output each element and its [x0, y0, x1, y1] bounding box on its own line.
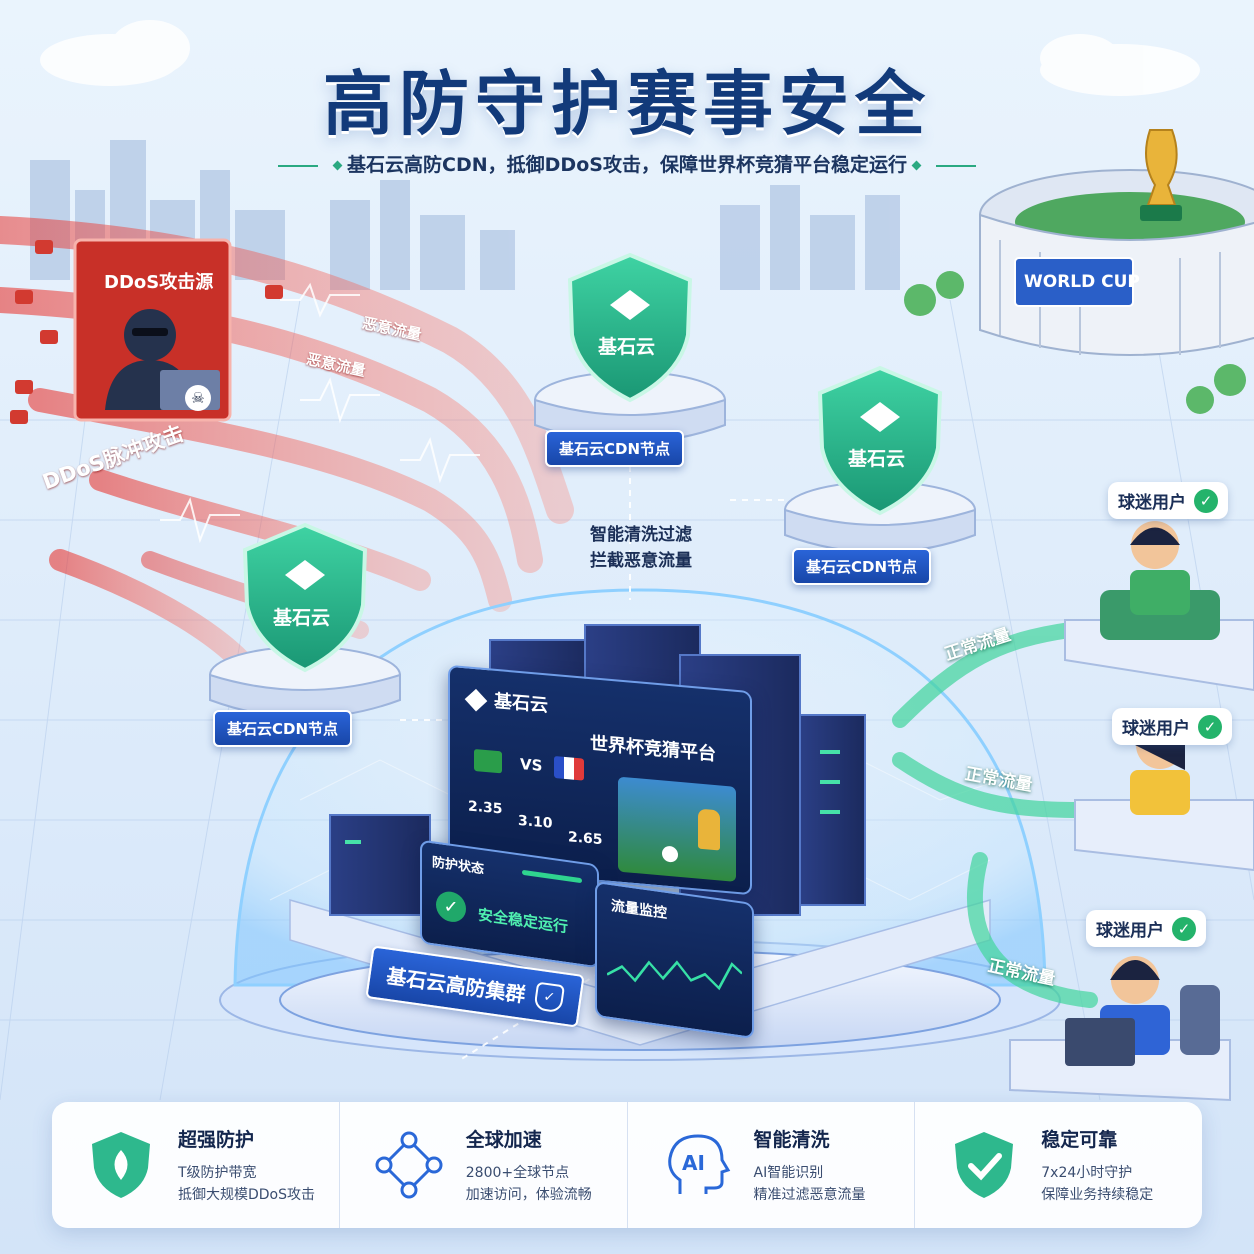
shield-brand-3: 基石云: [273, 607, 331, 629]
platform-brand-text: 基石云: [494, 690, 548, 717]
brand-logo-icon: [464, 688, 488, 712]
feature-desc-2: 加速访问，体验流畅: [465, 1186, 592, 1203]
traffic-monitor-panel: 流量监控: [595, 880, 754, 1040]
filter-line-2: 拦截恶意流量: [590, 551, 692, 571]
shield-1: [567, 252, 693, 403]
cdn-node-pedestals: [209, 371, 976, 719]
feature-desc-2: 精准过滤恶意流量: [753, 1186, 866, 1203]
traffic-chart-icon: [607, 960, 742, 991]
shield-3: [242, 522, 368, 673]
protection-status-title: 防护状态: [432, 855, 485, 878]
pulse-lines: [160, 282, 480, 544]
fan-user-bubble-1: 球迷用户 ✓: [1108, 482, 1228, 519]
subtitle-text: 基石云高防CDN，抵御DDoS攻击，保障世界杯竞猜平台稳定运行: [347, 154, 907, 176]
ai-head-icon: AI: [667, 1134, 730, 1194]
feature-desc-1: 2800+全球节点: [465, 1164, 570, 1181]
feature-name: 智能清洗: [753, 1128, 830, 1151]
match-vs: VS: [520, 755, 543, 775]
features-bar: 超强防护 T级防护带宽 抵御大规模DDoS攻击 全球加速 2800+全球节点 加…: [52, 1102, 1202, 1228]
check-icon: ✓: [1172, 916, 1196, 941]
check-icon: ✓: [1194, 488, 1218, 513]
brazil-flag-icon: [474, 748, 502, 774]
platform-title: 世界杯竞猜平台: [590, 733, 716, 766]
feature-acceleration: 全球加速 2800+全球节点 加速访问，体验流畅: [340, 1102, 628, 1228]
fan-user-label-3: 球迷用户: [1096, 921, 1164, 941]
diamond-icon: [332, 160, 343, 171]
filter-line-1: 智能清洗过滤: [590, 525, 692, 545]
shield-2: [817, 365, 943, 516]
diamond-icon: [911, 160, 922, 171]
feature-desc-1: T级防护带宽: [178, 1164, 257, 1181]
shield-check-icon: [955, 1132, 1014, 1198]
shield-check-icon: ✓: [533, 981, 566, 1013]
feature-name: 超强防护: [178, 1128, 255, 1151]
odds-away: 2.65: [568, 829, 603, 849]
normal-traffic-flows: [892, 622, 1098, 1008]
shield-icon: [92, 1132, 150, 1198]
status-bar: [522, 869, 582, 884]
svg-text:AI: AI: [682, 1151, 705, 1175]
filter-caption: 智能清洗过滤 拦截恶意流量: [590, 522, 692, 574]
feature-desc-1: AI智能识别: [753, 1164, 824, 1181]
feature-cleaning: AI 智能清洗 AI智能识别 精准过滤恶意流量: [628, 1102, 916, 1228]
fan-user-bubble-3: 球迷用户 ✓: [1086, 910, 1206, 947]
page-subtitle: 基石云高防CDN，抵御DDoS攻击，保障世界杯竞猜平台稳定运行: [0, 150, 1254, 177]
feature-desc-2: 抵御大规模DDoS攻击: [178, 1186, 316, 1203]
cdn-node-label-3: 基石云CDN节点: [213, 710, 353, 747]
world-cup-sign: WORLD CUP: [1024, 272, 1140, 292]
feature-protection: 超强防护 T级防护带宽 抵御大规模DDoS攻击: [52, 1102, 340, 1228]
subtitle-dash-right: [935, 164, 976, 167]
shield-brand-2: 基石云: [848, 448, 906, 470]
trophy-icon: [698, 808, 720, 851]
fan-user-label-2: 球迷用户: [1122, 719, 1190, 739]
feature-name: 全球加速: [465, 1128, 542, 1151]
feature-desc-1: 7x24小时守护: [1041, 1164, 1133, 1181]
football-icon: [662, 845, 678, 863]
platform-brand: 基石云: [464, 684, 548, 717]
stadium-illustration: [904, 129, 1254, 414]
odds-draw: 3.10: [518, 812, 553, 832]
attacker-panel: [73, 238, 232, 422]
cdn-node-label-1: 基石云CDN节点: [545, 430, 685, 467]
odds-home: 2.35: [468, 798, 503, 818]
shield-check-icon: ✓: [436, 889, 466, 924]
ddos-source-label: DDoS攻击源: [104, 272, 214, 293]
fan-user-bubble-2: 球迷用户 ✓: [1112, 708, 1232, 745]
shield-brand-1: 基石云: [598, 336, 656, 358]
traffic-monitor-title: 流量监控: [611, 898, 667, 922]
subtitle-dash-left: [278, 164, 319, 167]
fan-user-label-1: 球迷用户: [1118, 493, 1186, 513]
check-icon: ✓: [1198, 714, 1222, 739]
page-title: 高防守护赛事安全: [323, 63, 931, 145]
france-flag-icon: [554, 755, 584, 781]
cluster-label-text: 基石云高防集群: [384, 963, 527, 1007]
feature-reliability: 稳定可靠 7x24小时守护 保障业务持续稳定: [915, 1102, 1202, 1228]
skull-icon: ☠: [185, 385, 211, 411]
network-icon: [375, 1131, 443, 1199]
attack-bot-icons: [10, 240, 283, 424]
feature-name: 稳定可靠: [1041, 1128, 1118, 1151]
protection-status-text: 安全稳定运行: [478, 905, 569, 937]
feature-desc-2: 保障业务持续稳定: [1041, 1186, 1154, 1203]
cdn-node-label-2: 基石云CDN节点: [792, 548, 932, 585]
